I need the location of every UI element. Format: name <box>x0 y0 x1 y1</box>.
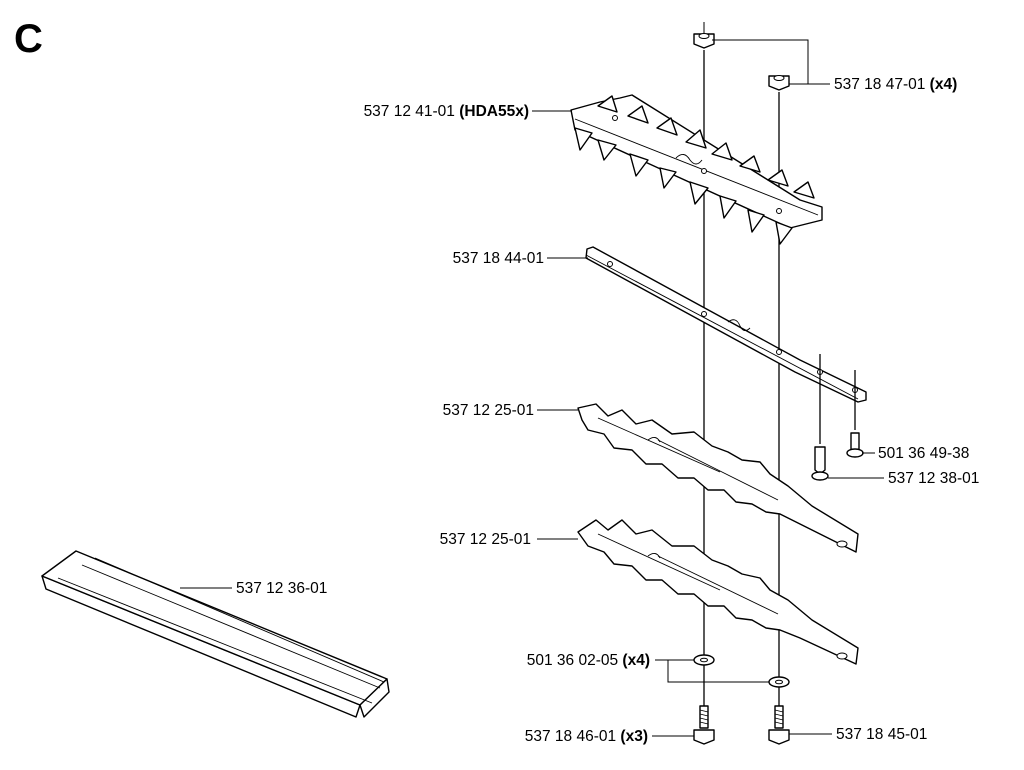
callout-nut: 537 18 47-01 (x4) <box>834 76 957 93</box>
cutter-blade-1 <box>577 403 859 553</box>
washer-left <box>693 654 715 666</box>
nut-right <box>768 75 790 91</box>
screw-b <box>811 446 829 481</box>
bolt-right <box>768 705 790 745</box>
screw-a <box>846 432 864 458</box>
callout-screw-a: 501 36 49-38 <box>878 445 969 462</box>
callout-blade-1: 537 12 25-01 <box>443 402 534 419</box>
cutter-blade-2 <box>577 519 859 665</box>
section-letter: C <box>14 17 43 61</box>
bolt-left <box>693 705 715 745</box>
callout-guard: 537 12 36-01 <box>236 580 327 597</box>
leader-lines <box>180 39 884 737</box>
nut-left <box>693 33 715 49</box>
spacer-bar <box>585 246 867 403</box>
blade-guard <box>41 550 390 718</box>
callout-bolt-left: 537 18 46-01 (x3) <box>525 728 648 745</box>
washer-right <box>768 676 790 688</box>
upper-blade <box>570 94 823 245</box>
callout-blade-2: 537 12 25-01 <box>440 531 531 548</box>
callout-screw-b: 537 12 38-01 <box>888 470 979 487</box>
callout-bolt-right: 537 18 45-01 <box>836 726 927 743</box>
callout-upper-blade: 537 12 41-01 (HDA55x) <box>364 103 529 120</box>
callout-spacer: 537 18 44-01 <box>453 250 544 267</box>
callout-washer: 501 36 02-05 (x4) <box>527 652 650 669</box>
